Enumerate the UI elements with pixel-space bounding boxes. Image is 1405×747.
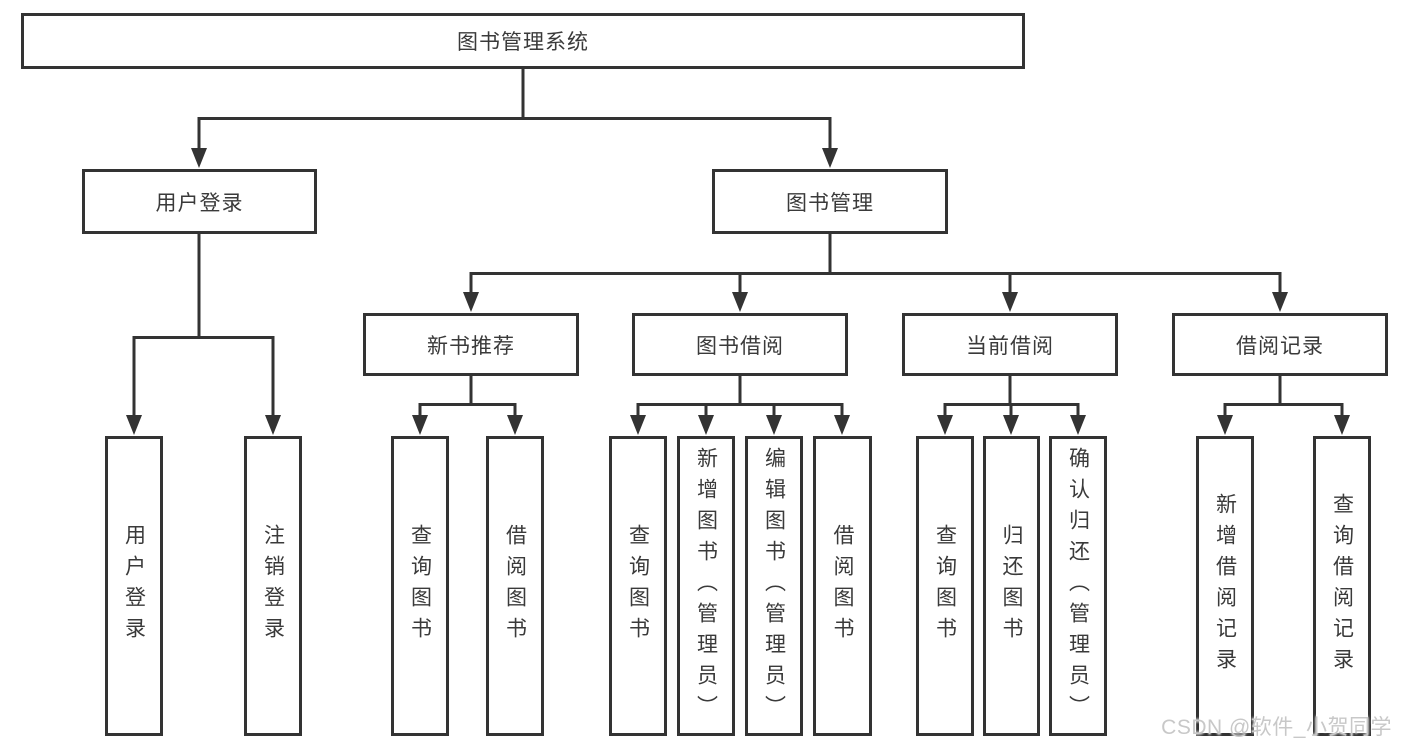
leaf-logout-login-label: 注销登录 [261, 524, 285, 648]
leaf-nbr-borrow-books: 借阅图书 [486, 436, 544, 736]
connector-book-management-to-level3 [463, 234, 1288, 312]
leaf-bb-edit-books-admin: 编辑图书（管理员） [745, 436, 803, 736]
leaf-user-login: 用户登录 [105, 436, 163, 736]
leaf-cb-confirm-return-admin: 确认归还（管理员） [1049, 436, 1107, 736]
connector-borrow-records-to-leaves [1217, 376, 1350, 435]
node-library-management-system: 图书管理系统 [21, 13, 1025, 69]
leaf-cb-return-books-label: 归还图书 [1000, 524, 1023, 648]
leaf-cb-query-books: 查询图书 [916, 436, 974, 736]
leaf-bb-borrow-books-label: 借阅图书 [831, 524, 854, 648]
node-new-book-recommend: 新书推荐 [363, 313, 579, 376]
leaf-cb-query-books-label: 查询图书 [933, 524, 957, 648]
connector-book-borrowing-to-leaves [630, 376, 850, 435]
watermark: CSDN @软件_小贺同学 [1161, 716, 1392, 739]
leaf-cb-confirm-return-admin-label: 确认归还（管理员） [1066, 446, 1090, 726]
node-book-borrowing: 图书借阅 [632, 313, 848, 376]
leaf-br-query-record-label: 查询借阅记录 [1330, 493, 1354, 679]
leaf-bb-query-books: 查询图书 [609, 436, 667, 736]
leaf-bb-borrow-books: 借阅图书 [813, 436, 872, 736]
leaf-nbr-query-books-label: 查询图书 [408, 524, 432, 648]
leaf-br-add-record-label: 新增借阅记录 [1213, 493, 1237, 679]
node-borrow-records: 借阅记录 [1172, 313, 1388, 376]
connector-user-login-to-leaves [126, 234, 281, 435]
leaf-bb-add-books-admin-label: 新增图书（管理员） [694, 446, 718, 726]
connector-current-borrowing-to-leaves [937, 376, 1086, 435]
node-book-management: 图书管理 [712, 169, 948, 234]
leaf-nbr-borrow-books-label: 借阅图书 [503, 524, 527, 648]
node-user-login: 用户登录 [82, 169, 317, 234]
leaf-bb-edit-books-admin-label: 编辑图书（管理员） [762, 446, 786, 726]
leaf-nbr-query-books: 查询图书 [391, 436, 449, 736]
leaf-bb-add-books-admin: 新增图书（管理员） [677, 436, 735, 736]
leaf-br-add-record: 新增借阅记录 [1196, 436, 1254, 736]
connector-new-book-recommend-to-leaves [412, 376, 523, 435]
node-current-borrowing: 当前借阅 [902, 313, 1118, 376]
leaf-bb-query-books-label: 查询图书 [626, 524, 650, 648]
connector-root-to-level2 [191, 69, 838, 168]
leaf-user-login-label: 用户登录 [122, 524, 146, 648]
leaf-cb-return-books: 归还图书 [983, 436, 1040, 736]
leaf-br-query-record: 查询借阅记录 [1313, 436, 1371, 736]
leaf-logout-login: 注销登录 [244, 436, 302, 736]
